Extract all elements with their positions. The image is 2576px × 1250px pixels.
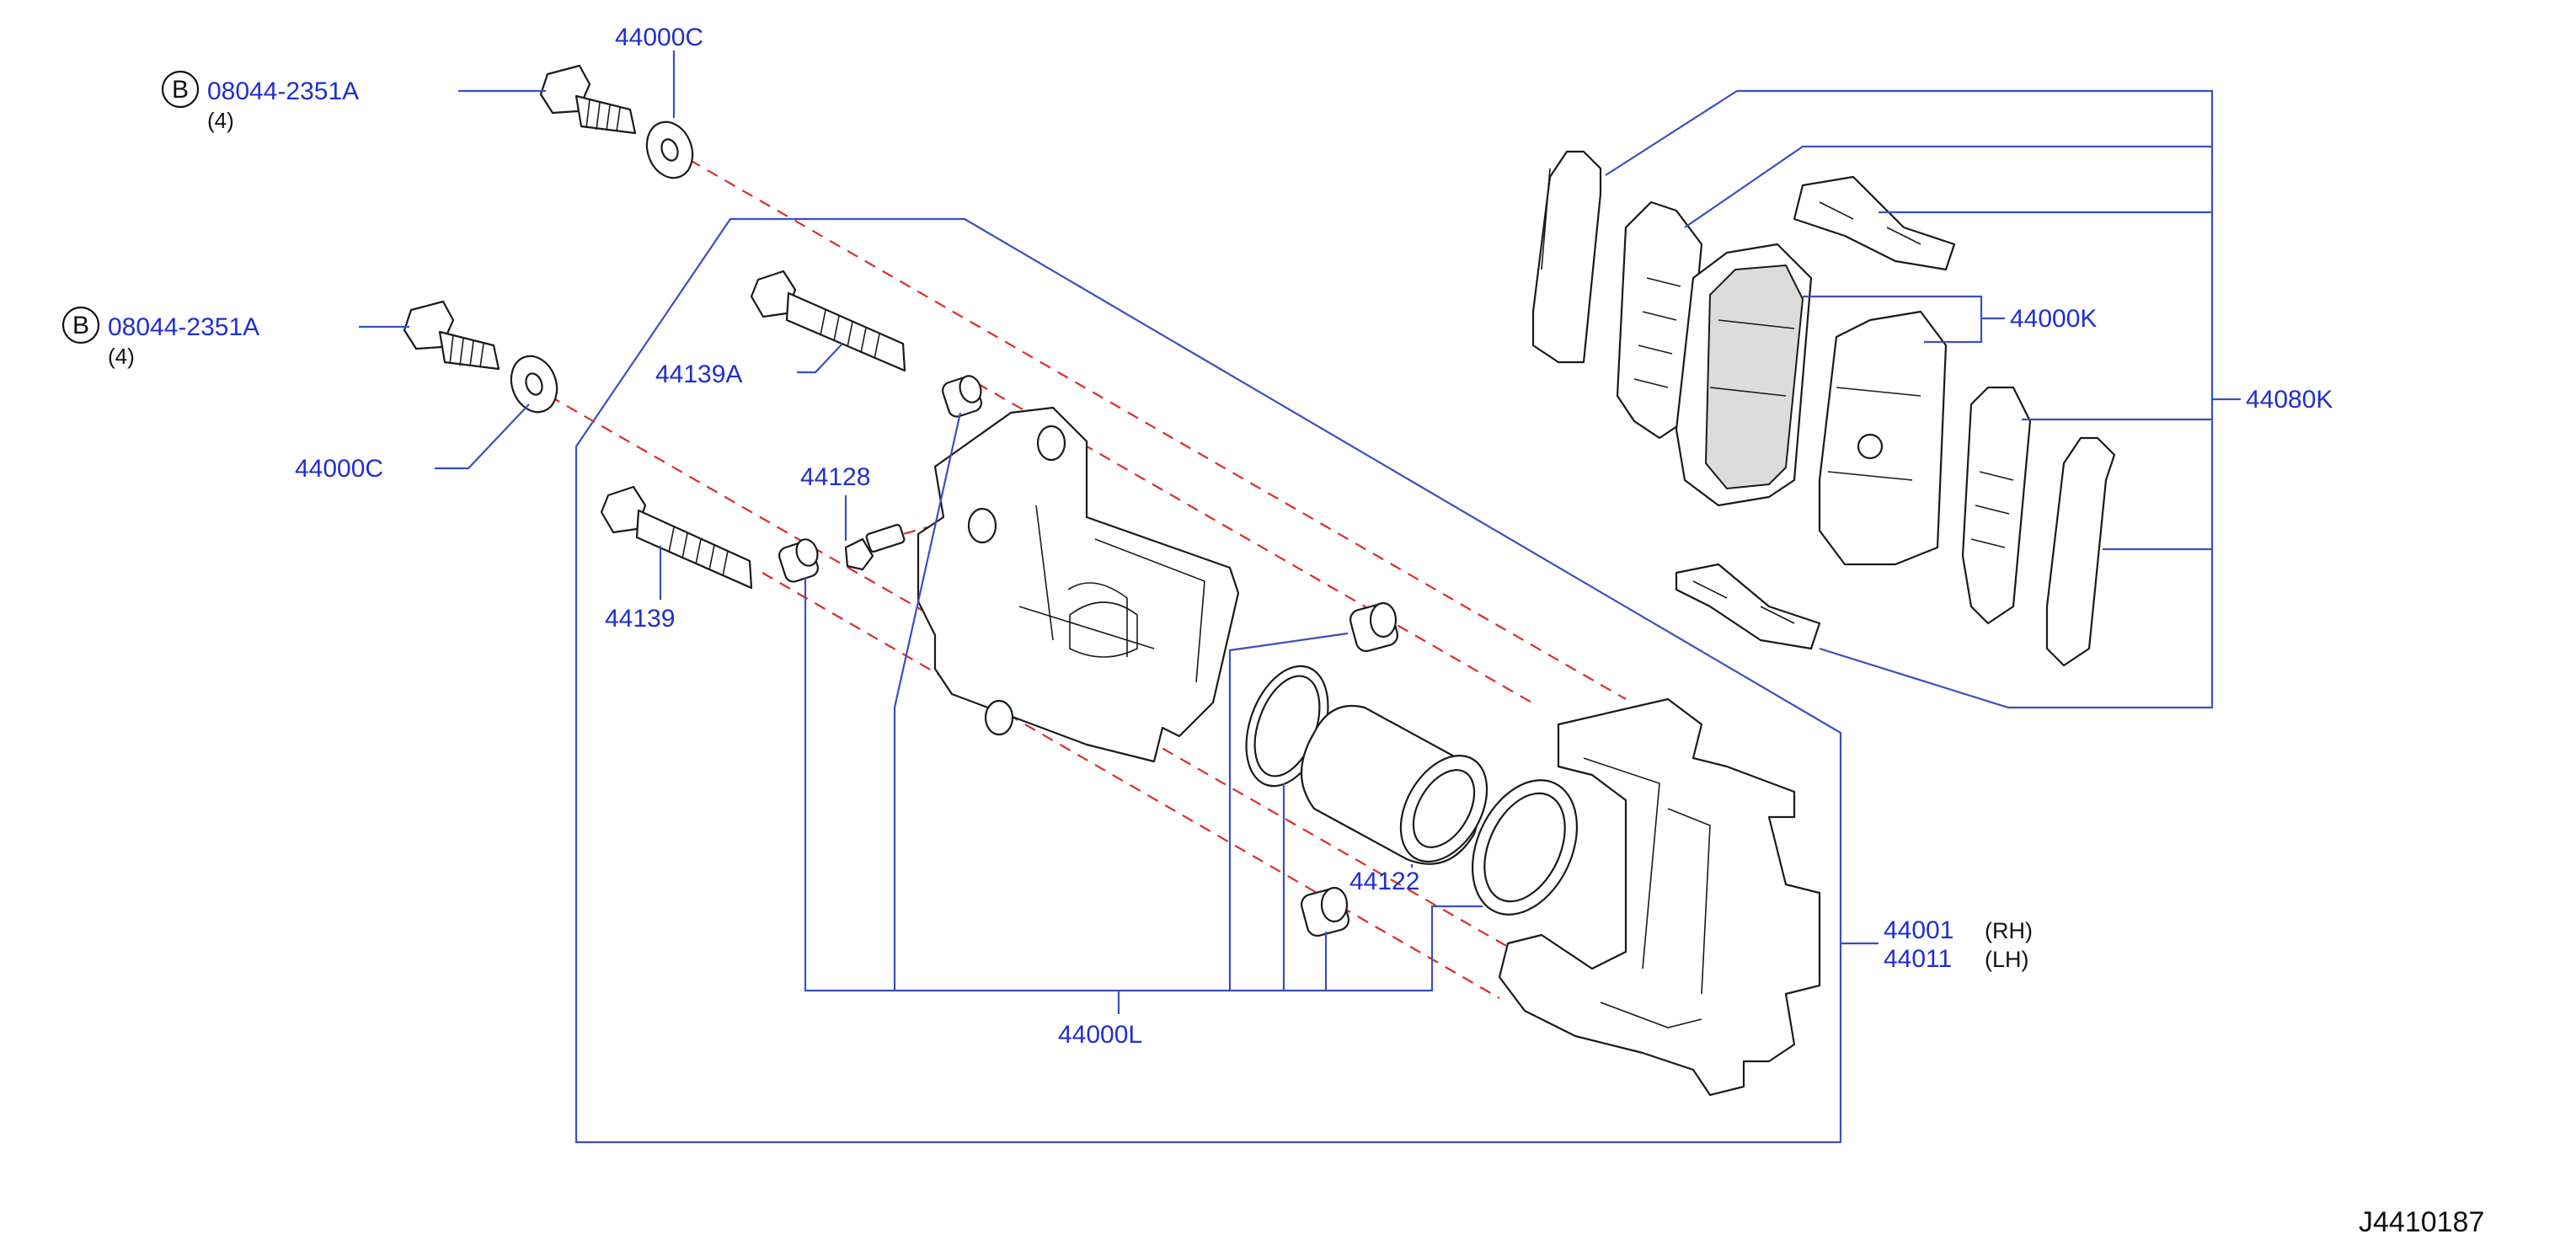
brake-pad-inner-part [1818,310,1948,566]
dust-boot-part [1349,601,1399,653]
label-caliper-rh-number[interactable]: 44001 [1884,916,1953,944]
pin-boot-lower-part [778,538,820,583]
centerline-low [762,572,1500,999]
label-bolt-top-qty: (4) [207,108,234,133]
pad-clip-top-part [1793,175,1956,271]
guide-pin-a-part [750,270,906,372]
label-bleeder[interactable]: 44128 [800,463,870,491]
pin-boot-upper-part [941,375,983,418]
bolt-left-part [403,300,500,371]
piston-part [1301,704,1488,865]
label-piston[interactable]: 44122 [1349,868,1419,895]
label-guide-pin-a[interactable]: 44139A [655,361,742,388]
boot-ring-part [1471,779,1579,916]
washer-top-part [645,120,694,179]
shim-inner-part [1616,200,1703,440]
bleeder-part [844,523,906,571]
leader-seal-kit [804,578,1483,992]
leader-seal-kit-dust [1228,632,1349,991]
assembly-frame [575,217,1842,1144]
callout-b-top-letter: B [172,76,189,104]
guide-pin-part [600,485,753,590]
leader-seal-kit-boot [893,412,962,991]
leader-washer-left [435,403,530,470]
label-bolt-left-number[interactable]: 08044-2351A [108,313,259,341]
shim-outer-part [1531,150,1602,364]
label-seal-kit[interactable]: 44000L [1058,1021,1142,1049]
label-bolt-left-qty: (4) [108,344,135,369]
label-washer-top[interactable]: 44000C [615,24,703,51]
label-pad-kit[interactable]: 44000K [2010,305,2097,333]
brake-pad-outer-part [1675,243,1813,507]
callout-b-left-icon [61,306,100,345]
caliper-body-part [917,406,1240,763]
label-caliper-rh-side: (RH) [1985,918,2033,943]
label-caliper-lh-number[interactable]: 44011 [1884,945,1952,973]
caliper-bracket-part [1498,697,1821,1097]
bolt-top-part [539,64,637,135]
callout-b-left-letter: B [72,312,89,339]
shim-outer-right-part [2045,436,2116,667]
leader-pad-set-shim [1684,145,2212,228]
label-bolt-top-number[interactable]: 08044-2351A [207,77,359,105]
washer-left-part [510,355,558,414]
centerline-top [671,149,1627,700]
label-caliper-lh-side: (LH) [1985,947,2029,972]
label-pad-set[interactable]: 44080K [2246,386,2333,414]
label-washer-left[interactable]: 44000C [295,455,383,483]
dust-boot-lower-part [1300,886,1350,938]
diagram-code: J4410187 [2359,1206,2484,1238]
leader-guide-pin-a [797,343,843,374]
shim-inner-right-part [1961,386,2032,625]
label-guide-pin[interactable]: 44139 [605,605,675,633]
pad-clip-bottom-part [1675,563,1821,650]
callout-b-top-icon [161,70,200,109]
